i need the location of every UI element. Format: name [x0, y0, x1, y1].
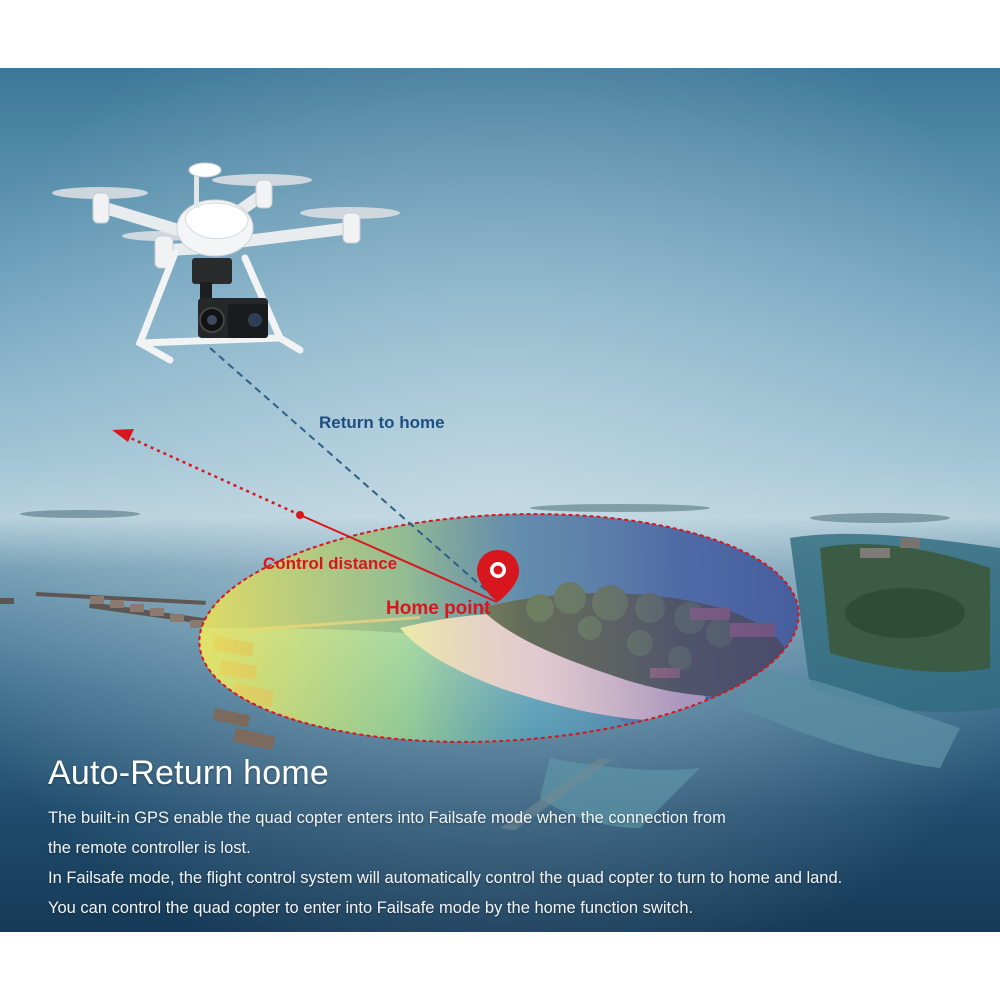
scene-illustration	[0, 68, 1000, 932]
caption-line-4: You can control the quad copter to enter…	[48, 899, 694, 917]
caption-block: Auto-Return home The built-in GPS enable…	[48, 754, 968, 923]
aerial-island-scene: Return to home Control distance Home poi…	[0, 68, 1000, 932]
caption-line-1: The built-in GPS enable the quad copter …	[48, 809, 726, 827]
caption-title: Auto-Return home	[48, 754, 330, 792]
control-distance-label: Control distance	[263, 554, 398, 573]
control-range-ellipse	[198, 513, 800, 743]
map-pin-icon	[477, 550, 519, 602]
quadcopter-drone	[52, 162, 400, 364]
caption-line-3: In Failsafe mode, the flight control sys…	[48, 869, 843, 887]
control-distance-line	[299, 514, 498, 603]
arrow-head	[112, 429, 134, 442]
return-path-line	[209, 347, 498, 601]
home-point-label: Home point	[386, 598, 491, 619]
return-to-home-label: Return to home	[319, 413, 445, 432]
caption-line-2: the remote controller is lost.	[48, 839, 251, 857]
